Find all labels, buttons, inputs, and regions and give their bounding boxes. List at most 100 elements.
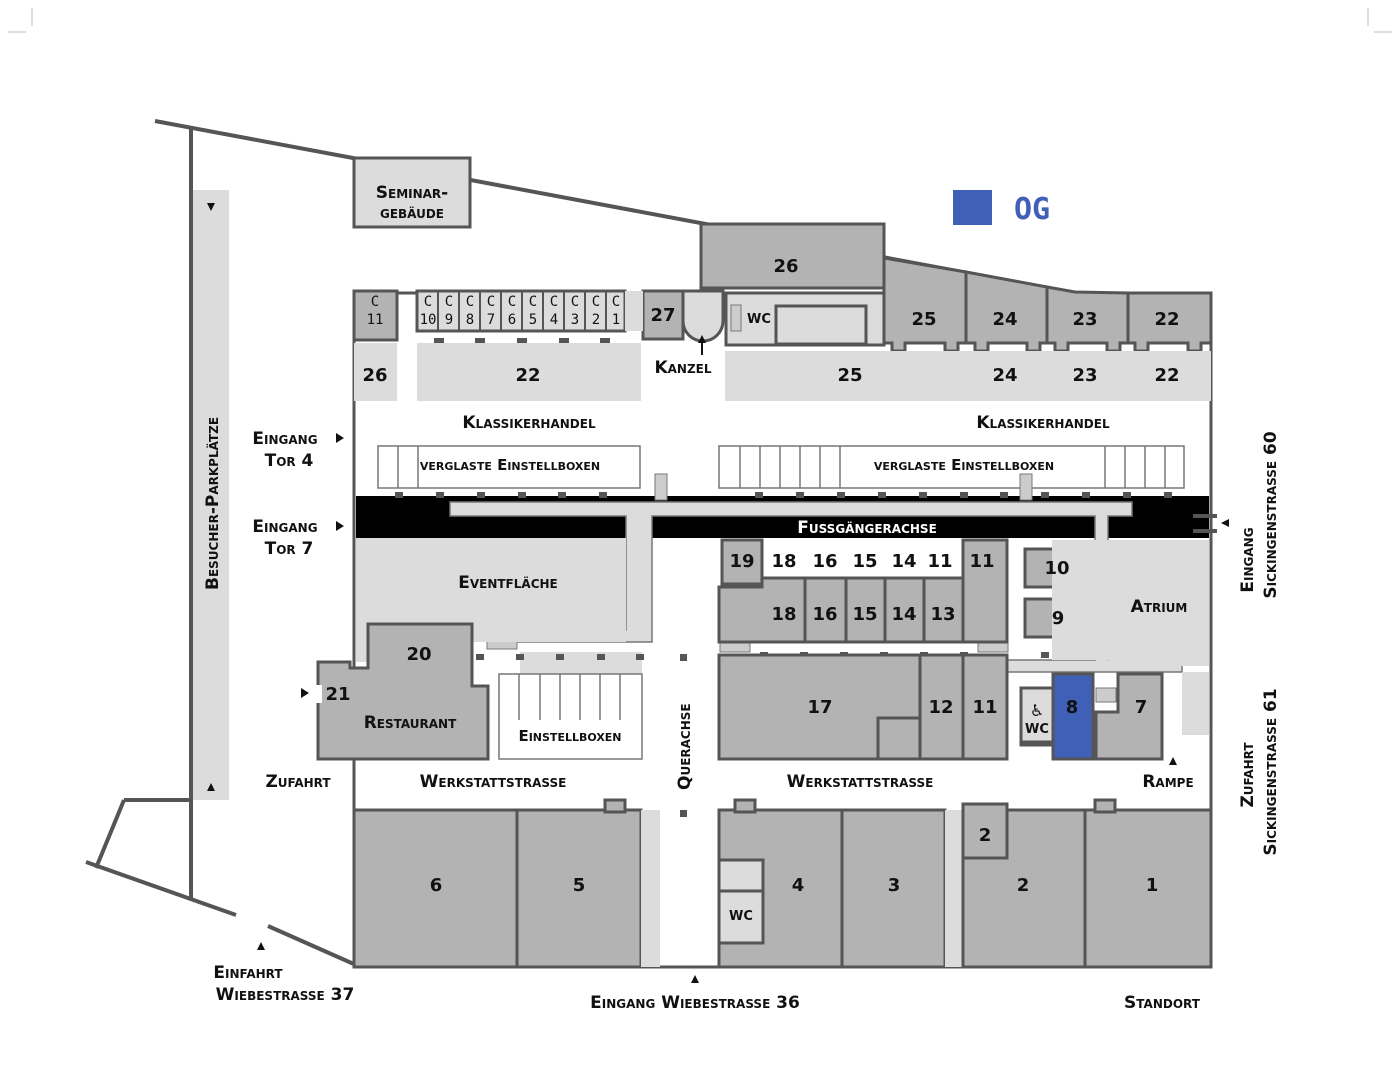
room-number-13: 13 [930, 604, 955, 625]
einstellboxen[interactable] [498, 673, 643, 760]
einstellboxen-area[interactable] [520, 652, 642, 674]
axis-markers [395, 492, 1172, 498]
c5-top: C [529, 294, 537, 310]
room-dividers-18-13 [803, 578, 926, 642]
c6-top: C [508, 294, 516, 310]
restaurant[interactable] [316, 622, 490, 761]
room-2-small[interactable] [961, 802, 1009, 860]
c8-bottom: 8 [466, 312, 474, 328]
eingang-tor7-1: Eingang [252, 517, 317, 537]
c1-bottom: 1 [612, 312, 620, 328]
rooms-18-13-block[interactable] [717, 576, 965, 644]
parking-label: Besucher-Parkplätze [203, 417, 223, 590]
eingang-tor4-2: Tor 4 [265, 451, 314, 471]
room-3[interactable] [840, 808, 947, 969]
room-number-26-top: 26 [773, 256, 798, 277]
room-21-entry [312, 685, 322, 703]
legend-label: OG [1014, 192, 1050, 227]
room-26-top[interactable] [699, 222, 886, 290]
sicking-entry-bars [1193, 514, 1217, 533]
room-6[interactable] [352, 808, 519, 969]
room-number-11-upper: 11 [927, 551, 952, 572]
atrium-inner [1052, 540, 1108, 660]
c-room-labels: C 11 C 10 C 9 C 8 C 7 C 6 C 5 C 4 C 3 C … [367, 294, 621, 328]
werkstatt-right: Werkstattstrasse [787, 772, 934, 792]
event-area-lower [356, 642, 368, 662]
room-numbers: 26 27 25 24 23 22 26 22 25 24 23 22 20 2… [325, 256, 1179, 896]
room-number-16-upper: 16 [812, 551, 837, 572]
wc-accessible-label: WC [1025, 722, 1049, 737]
room-number-25-top: 25 [911, 309, 936, 330]
room-4-cap [733, 798, 757, 814]
room-number-26-stand: 26 [362, 365, 387, 386]
c-rooms-strip [625, 291, 643, 331]
c1-top: C [612, 294, 620, 310]
room-19[interactable] [720, 538, 764, 586]
room-number-23-top: 23 [1072, 309, 1097, 330]
room-number-25-stand: 25 [837, 365, 862, 386]
room-12[interactable] [918, 653, 965, 761]
boxes-right-label: verglaste Einstellboxen [874, 456, 1054, 474]
room-5-cap [603, 798, 627, 814]
room-26-stand[interactable] [354, 343, 397, 401]
room-3-side [945, 810, 963, 967]
seminar-building[interactable] [352, 156, 472, 229]
room-11-lower[interactable] [961, 653, 1009, 761]
seminar-label-1: Seminar- [376, 183, 448, 203]
room-7[interactable] [1094, 672, 1164, 761]
c10-top: C [424, 294, 432, 310]
room-8[interactable] [1019, 672, 1095, 761]
parking-strip [193, 190, 229, 800]
c-room-dividers [437, 291, 607, 331]
room-number-18: 18 [771, 604, 796, 625]
zufahrt-sick61-2: Sickingenstrasse 61 [1261, 688, 1281, 855]
room-number-22-top: 22 [1154, 309, 1179, 330]
werkstatt-left: Werkstattstrasse [420, 772, 567, 792]
klassiker-left: Klassikerhandel [462, 413, 596, 433]
restaurant-label: Restaurant [364, 713, 457, 733]
c2-bottom: 2 [592, 312, 600, 328]
room-c11[interactable] [352, 289, 399, 342]
room-number-2-small: 2 [979, 825, 992, 846]
wc-bottom-label: WC [729, 909, 753, 924]
einfahrt-2: Wiebestrasse 37 [216, 985, 355, 1005]
room-1[interactable] [1083, 808, 1213, 969]
room-11-axis[interactable] [961, 538, 1009, 644]
querachse-label: Querachse [675, 703, 695, 790]
room-number-12: 12 [928, 697, 953, 718]
kanzel-label: Kanzel [654, 358, 711, 378]
kanzel[interactable] [681, 289, 725, 343]
room-number-2: 2 [1017, 875, 1030, 896]
einstellboxen-dividers [518, 674, 621, 720]
zufahrt-left: Zufahrt [265, 772, 331, 792]
room-number-15-upper: 15 [852, 551, 877, 572]
legend-swatch [953, 190, 992, 225]
c7-top: C [487, 294, 495, 310]
room-22-top[interactable] [1126, 291, 1213, 353]
entry-arrows [207, 203, 1229, 983]
room-number-11-lower: 11 [972, 697, 997, 718]
atrium-label: Atrium [1131, 597, 1188, 617]
room-17-inner [876, 716, 922, 761]
c3-top: C [571, 294, 579, 310]
room-number-27: 27 [650, 305, 675, 326]
room-number-22-stand: 22 [515, 365, 540, 386]
room-number-24-top: 24 [992, 309, 1017, 330]
room-number-3: 3 [888, 875, 901, 896]
c11-bottom: 11 [367, 312, 384, 328]
einfahrt-1: Einfahrt [213, 963, 283, 983]
rampe-label: Rampe [1142, 772, 1193, 792]
room-number-4: 4 [792, 875, 805, 896]
room-1-cap [1093, 798, 1117, 814]
eventflaeche-label: Eventfläche [458, 573, 558, 593]
room-number-23-stand: 23 [1072, 365, 1097, 386]
c4-bottom: 4 [550, 312, 558, 328]
atrium[interactable] [1108, 540, 1209, 666]
stand-markers-top [434, 338, 610, 343]
room-25-top[interactable] [882, 256, 968, 353]
room-number-10: 10 [1044, 558, 1069, 579]
room-22-stand[interactable] [417, 343, 641, 401]
room-25-stand[interactable] [725, 351, 1211, 401]
room-number-22-right: 22 [1154, 365, 1179, 386]
